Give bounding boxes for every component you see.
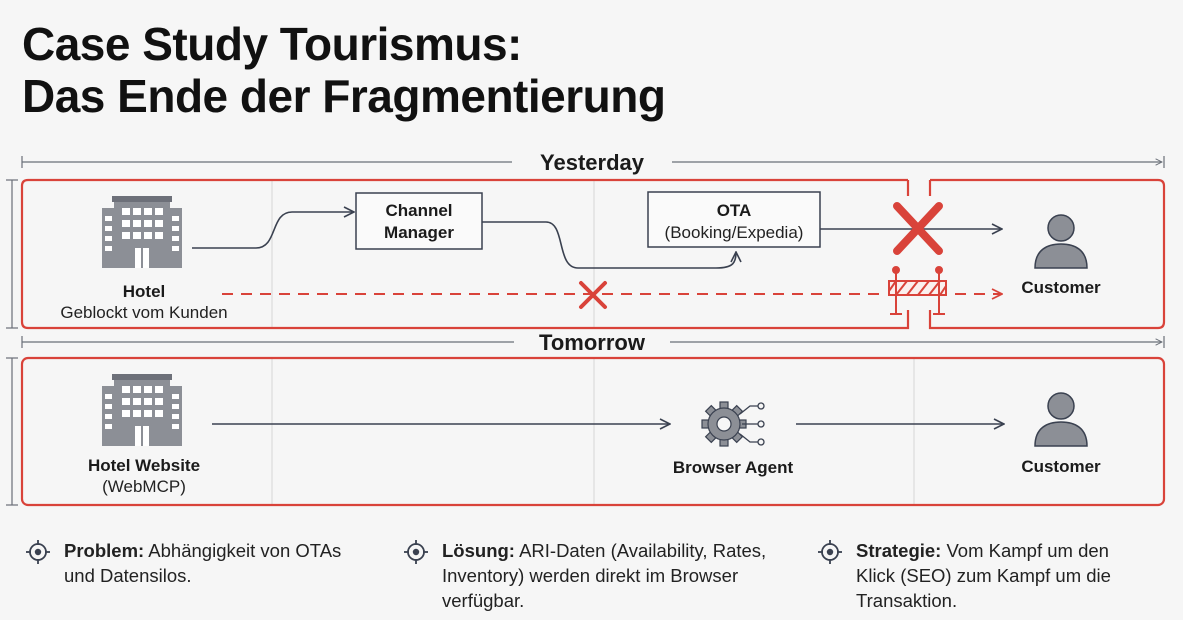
yesterday-heading: Yesterday [540, 150, 645, 175]
footer-strategy: Strategie: Vom Kampf um den Klick (SEO) … [818, 538, 1148, 613]
tomorrow-heading: Tomorrow [539, 330, 646, 355]
target-icon [26, 540, 50, 564]
hotel-icon [102, 196, 182, 268]
page-title: Case Study Tourismus: Das Ende der Fragm… [22, 18, 666, 122]
yesterday-span-rule [21, 156, 1165, 168]
tomorrow-customer-icon [1034, 392, 1088, 447]
channel-manager-box [355, 192, 483, 250]
tomorrow-section: Tomorrow Hotel Website (WebMCP) [6, 330, 1166, 507]
channel-to-ota-arrow [482, 221, 736, 269]
blocked-cross-icon [893, 202, 943, 255]
footer-solution-text: ARI-Daten (Availability, Rates, Inventor… [442, 540, 767, 611]
channel-manager-line-2: Manager [384, 223, 454, 242]
ota-line-2: (Booking/Expedia) [665, 223, 804, 242]
yesterday-hotel-subtitle: Geblockt vom Kunden [60, 303, 227, 322]
yesterday-hotel-title: Hotel [123, 282, 166, 301]
target-icon [404, 540, 428, 564]
yesterday-customer-label: Customer [1021, 278, 1101, 297]
title-line-1: Case Study Tourismus: [22, 18, 522, 70]
yesterday-frame-right [928, 178, 1166, 330]
customer-icon [1034, 214, 1088, 269]
yesterday-frame [20, 178, 910, 330]
grid-lines [271, 180, 915, 505]
ota-line-1: OTA [717, 201, 752, 220]
tomorrow-hotel-title: Hotel Website [88, 456, 200, 475]
tomorrow-span-rule [21, 336, 1165, 348]
tomorrow-hotel-subtitle: (WebMCP) [102, 477, 186, 496]
barrier-icon [888, 266, 947, 315]
gear-icon [701, 401, 765, 447]
footer-strategy-label: Strategie: [856, 540, 942, 561]
channel-manager-line-1: Channel [385, 201, 452, 220]
footer-solution: Lösung: ARI-Daten (Availability, Rates, … [404, 538, 776, 613]
small-cross-icon [579, 281, 607, 309]
footer-strategy-text: Vom Kampf um den Klick (SEO) zum Kampf u… [856, 540, 1111, 611]
browser-agent-label: Browser Agent [673, 458, 794, 477]
tomorrow-frame [20, 356, 1166, 507]
footer-problem-text: Abhängigkeit von OTAs und Datensilos. [64, 540, 342, 586]
tomorrow-customer-label: Customer [1021, 457, 1101, 476]
hotel-website-icon [102, 374, 182, 446]
target-icon [818, 540, 842, 564]
yesterday-side-rule [6, 179, 18, 329]
footer-problem: Problem: Abhängigkeit von OTAs und Daten… [26, 538, 356, 588]
title-line-2: Das Ende der Fragmentierung [22, 70, 666, 122]
ota-box [647, 191, 821, 248]
hotel-to-channel-arrow [192, 212, 354, 249]
footer-problem-label: Problem: [64, 540, 145, 561]
footer-solution-label: Lösung: [442, 540, 515, 561]
yesterday-section: Yesterday Hotel Geblockt vom Kunden Chan… [6, 150, 1166, 330]
tomorrow-side-rule [6, 357, 18, 506]
